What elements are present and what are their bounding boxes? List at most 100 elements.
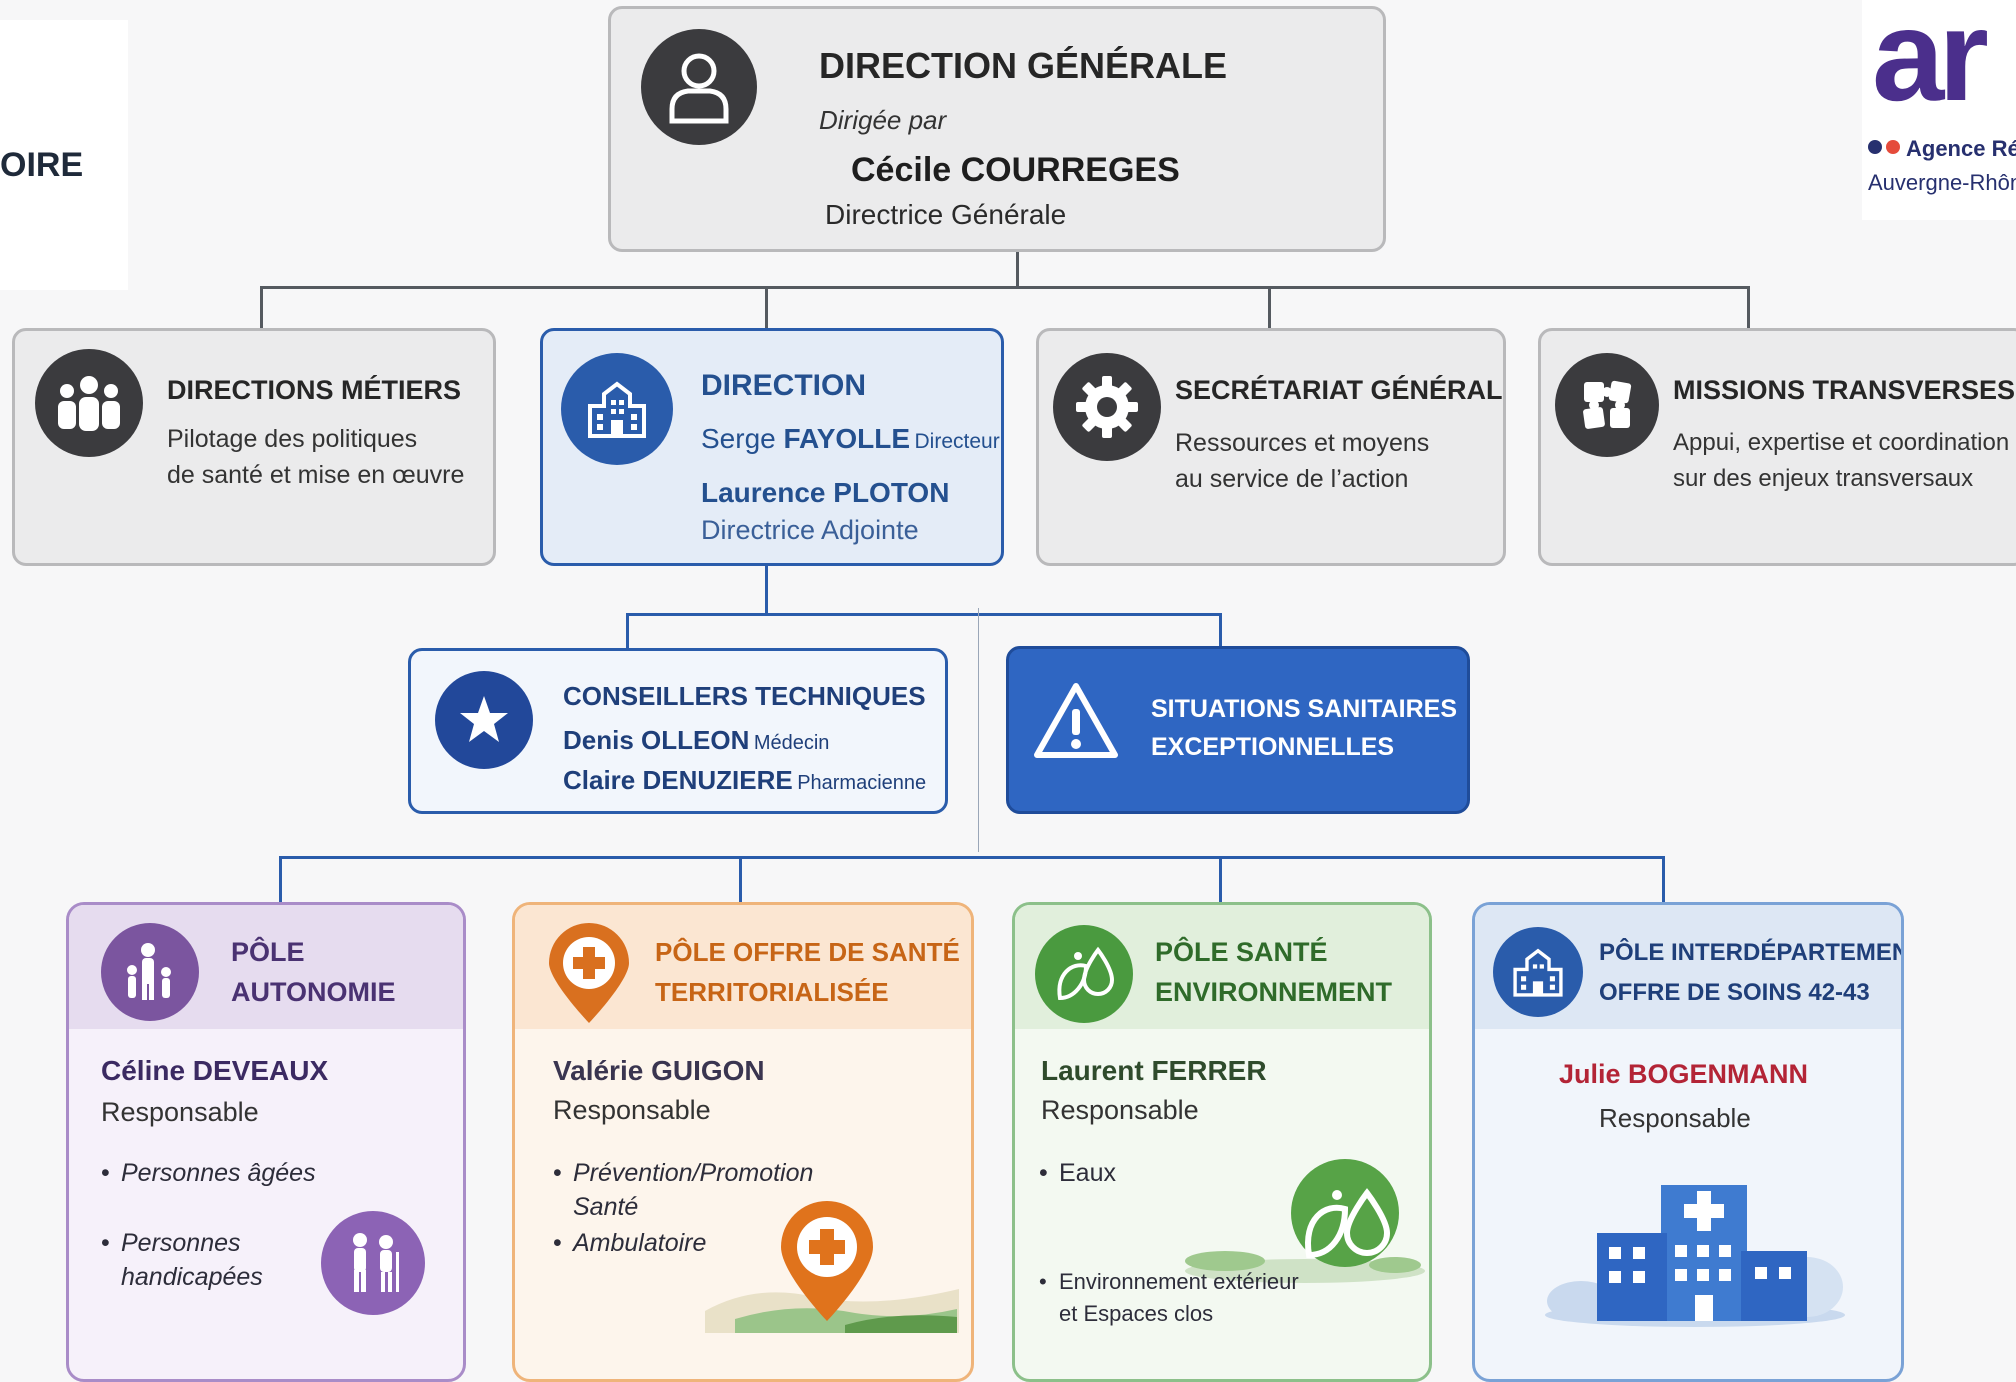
conseillers-box: CONSEILLERS TECHNIQUES Denis OLLEON Méde… <box>408 648 948 814</box>
pole-autonomie: PÔLE AUTONOMIE Céline DEVEAUX Responsabl… <box>66 902 466 1382</box>
logo-line1: Agence Rég <box>1906 136 2016 161</box>
direction-generale-box: DIRECTION GÉNÉRALE Dirigée par Cécile CO… <box>608 6 1386 252</box>
direction-title: DIRECTION <box>701 369 866 402</box>
sg-line1: Ressources et moyens <box>1175 429 1430 457</box>
elderly-care-icon <box>321 1211 425 1315</box>
pole-role: Responsable <box>1599 1103 1751 1133</box>
mt-line2: sur des enjeux transversaux <box>1673 465 1974 492</box>
bullet-item: Personnes <box>101 1229 240 1258</box>
ct-person2: Claire DENUZIERE Pharmacienne <box>563 765 926 796</box>
connector <box>1662 856 1665 904</box>
mt-line1: Appui, expertise et coordination <box>1673 429 2010 456</box>
bullet-item-continuation: et Espaces clos <box>1059 1301 1214 1326</box>
mt-title: MISSIONS TRANSVERSES <box>1673 375 2016 405</box>
dg-subtitle: Dirigée par <box>819 105 947 135</box>
connector <box>1268 286 1271 330</box>
warning-icon <box>1033 681 1119 766</box>
direction-person1: Serge FAYOLLE Directeur <box>701 423 1000 455</box>
connector <box>626 613 1222 616</box>
ct-role1: Médecin <box>753 732 830 754</box>
connector <box>978 608 979 852</box>
landscape-pin-icon <box>695 1193 965 1348</box>
connector <box>279 856 282 904</box>
pole-title1: PÔLE <box>231 937 305 967</box>
pole-name: Laurent FERRER <box>1041 1055 1267 1086</box>
bullet-item-continuation: Santé <box>573 1193 639 1221</box>
bullet-item-continuation: handicapées <box>121 1263 263 1291</box>
pole-role: Responsable <box>553 1095 711 1125</box>
family-icon <box>101 923 199 1021</box>
star-icon <box>435 671 533 769</box>
dm-line2: de santé et mise en œuvre <box>167 461 465 489</box>
pole-offre-sante: PÔLE OFFRE DE SANTÉ TERRITORIALISÉE Valé… <box>512 902 974 1382</box>
pole-name: Julie BOGENMANN <box>1559 1059 1809 1089</box>
leaf-drop-icon <box>1035 925 1133 1023</box>
missions-box: MISSIONS TRANSVERSES Appui, expertise et… <box>1538 328 2016 566</box>
direction-first-name1: Serge <box>701 423 784 454</box>
direction-name2: Laurence PLOTON <box>701 477 950 508</box>
pole-title2: AUTONOMIE <box>231 977 396 1007</box>
connector <box>1016 250 1019 288</box>
logo-line2: Auvergne-Rhône <box>1868 170 2016 195</box>
dg-name: Cécile COURREGES <box>851 151 1180 189</box>
ct-name2: Claire DENUZIERE <box>563 765 793 795</box>
connector <box>626 613 629 649</box>
logo-dot-red <box>1886 140 1900 154</box>
pole-name: Valérie GUIGON <box>553 1055 765 1086</box>
bullet-item: Prévention/Promotion <box>553 1159 813 1188</box>
ct-name1: Denis OLLEON <box>563 725 750 755</box>
connector <box>260 286 1750 289</box>
building-icon <box>561 353 673 465</box>
connector <box>260 286 263 330</box>
pole-role: Responsable <box>101 1097 259 1127</box>
ss-line2: EXCEPTIONNELLES <box>1151 733 1395 761</box>
direction-role1: Directeur <box>914 430 1000 453</box>
direction-role2: Directrice Adjointe <box>701 515 919 545</box>
pole-title2: TERRITORIALISÉE <box>655 977 889 1007</box>
connector <box>1219 613 1222 649</box>
ct-role2: Pharmacienne <box>797 772 927 794</box>
situations-box: SITUATIONS SANITAIRES EXCEPTIONNELLES <box>1006 646 1470 814</box>
pole-sante-environnement: PÔLE SANTÉ ENVIRONNEMENT Laurent FERRER … <box>1012 902 1432 1382</box>
hospital-icon <box>1545 1171 1845 1336</box>
bullet-item: Ambulatoire <box>553 1229 706 1258</box>
connector <box>765 565 768 615</box>
pole-title1: PÔLE OFFRE DE SANTÉ <box>655 937 960 967</box>
gear-icon <box>1053 353 1161 461</box>
connector <box>279 856 1665 859</box>
pole-title1: PÔLE SANTÉ <box>1155 937 1328 967</box>
logo-letters: ar <box>1872 0 1989 128</box>
logo-dots-icon <box>1868 140 1882 154</box>
nature-scene-icon <box>1185 1157 1425 1292</box>
dg-title: DIRECTION GÉNÉRALE <box>819 45 1228 86</box>
secretariat-box: SECRÉTARIAT GÉNÉRAL Ressources et moyens… <box>1036 328 1506 566</box>
bullet-item: Eaux <box>1039 1159 1116 1188</box>
bullet-item: Personnes âgées <box>101 1159 316 1188</box>
connector <box>1747 286 1750 330</box>
sg-title: SECRÉTARIAT GÉNÉRAL <box>1175 375 1503 405</box>
person-icon <box>641 29 757 145</box>
group-icon <box>35 349 143 457</box>
bullet-item: Environnement extérieur <box>1039 1269 1299 1295</box>
map-pin-plus-icon <box>543 923 635 1032</box>
agency-logo: ar Agence Rég Auvergne-Rhône <box>1862 0 2016 220</box>
pole-title2: ENVIRONNEMENT <box>1155 977 1393 1007</box>
ct-title: CONSEILLERS TECHNIQUES <box>563 681 926 711</box>
connector <box>1219 856 1222 904</box>
pole-title1: PÔLE INTERDÉPARTEMENTAL <box>1599 939 1901 966</box>
connector <box>765 286 768 330</box>
dm-title: DIRECTIONS MÉTIERS <box>167 375 462 405</box>
left-header-panel <box>0 20 128 290</box>
dg-role: Directrice Générale <box>825 199 1067 230</box>
ss-line1: SITUATIONS SANITAIRES <box>1151 695 1458 723</box>
directions-metiers-box: DIRECTIONS MÉTIERS Pilotage des politiqu… <box>12 328 496 566</box>
direction-box: DIRECTION Serge FAYOLLE Directeur Lauren… <box>540 328 1004 566</box>
left-header-text: OIRE <box>0 146 84 184</box>
pole-interdepartemental: PÔLE INTERDÉPARTEMENTAL OFFRE DE SOINS 4… <box>1472 902 1904 1382</box>
ct-person1: Denis OLLEON Médecin <box>563 725 829 756</box>
sg-line2: au service de l’action <box>1175 465 1409 493</box>
pole-name: Céline DEVEAUX <box>101 1055 329 1086</box>
puzzle-icon <box>1555 353 1659 457</box>
connector <box>739 856 742 904</box>
dm-line1: Pilotage des politiques <box>167 425 418 453</box>
